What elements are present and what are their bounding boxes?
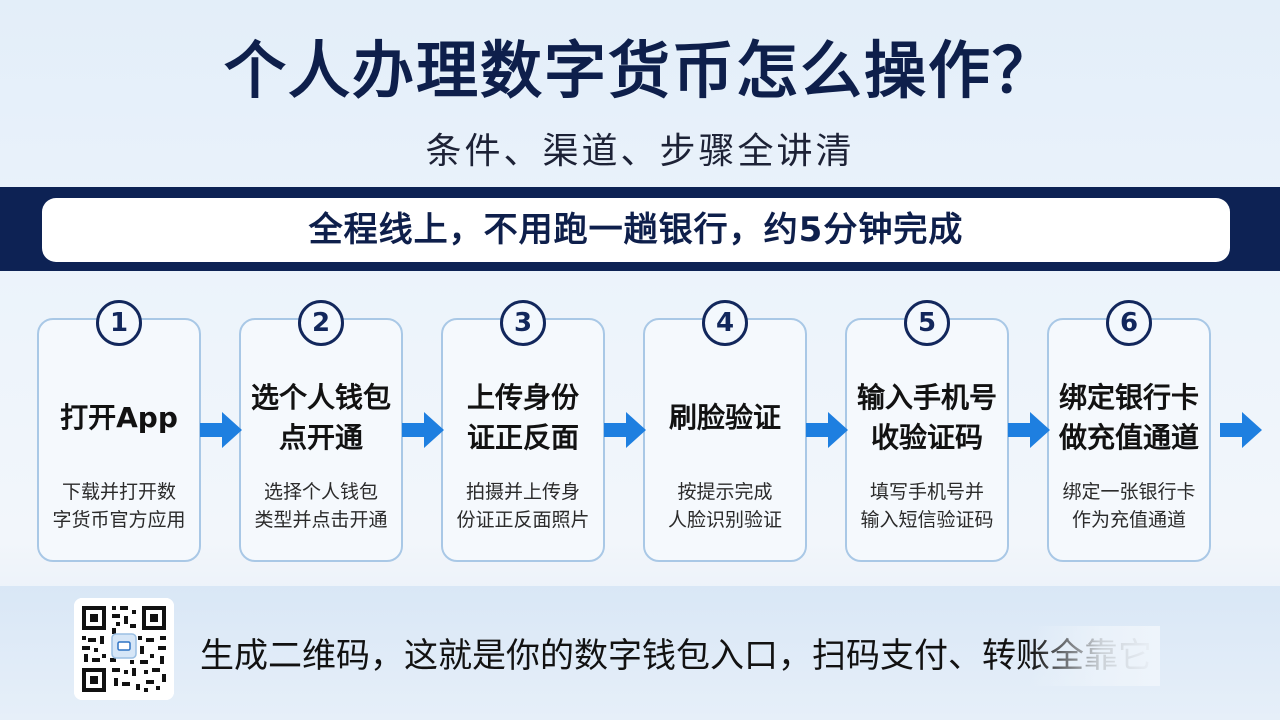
step-number-2: 2 (298, 300, 344, 346)
page-title: 个人办理数字货币怎么操作？ (223, 34, 1056, 107)
qr-code (74, 598, 174, 700)
step-number-3: 3 (500, 300, 546, 346)
step-title-6: 绑定银行卡 做充值通道 (1058, 381, 1199, 454)
step-desc-1: 下载并打开数 字货币官方应用 (52, 481, 186, 531)
step-desc-4: 按提示完成 人脸识别验证 (667, 481, 782, 531)
step-title-4: 刷脸验证 (668, 401, 781, 434)
step-card-1: 1 打开App 下载并打开数 字货币官方应用 (37, 300, 201, 562)
step-desc-6: 绑定一张银行卡 作为充值通道 (1062, 481, 1196, 531)
step-desc-3: 拍摄并上传身 份证正反面照片 (456, 481, 590, 531)
step-card-4: 4 刷脸验证 按提示完成 人脸识别验证 (643, 300, 807, 562)
step-title-3: 上传身份 证正反面 (466, 381, 579, 454)
banner-text: 全程线上，不用跑一趟银行，约5分钟完成 (42, 198, 1230, 262)
step-title-5: 输入手机号 收验证码 (856, 381, 997, 454)
arrow-right-icon (402, 412, 444, 448)
step-desc-5: 填写手机号并 输入短信验证码 (860, 481, 994, 531)
step-card-6: 6 绑定银行卡 做充值通道 绑定一张银行卡 作为充值通道 (1047, 300, 1211, 562)
bottom-caption: 生成二维码，这就是你的数字钱包入口，扫码支付、转账全靠它 (200, 626, 1160, 686)
arrow-right-icon (604, 412, 646, 448)
step-card-2: 2 选个人钱包 点开通 选择个人钱包 类型并点击开通 (239, 300, 403, 562)
step-number-6: 6 (1106, 300, 1152, 346)
page-subtitle: 条件、渠道、步骤全讲清 (425, 131, 855, 172)
step-number-5: 5 (904, 300, 950, 346)
arrow-right-icon (1220, 412, 1262, 448)
step-number-4: 4 (702, 300, 748, 346)
step-desc-2: 选择个人钱包 类型并点击开通 (254, 481, 388, 531)
step-title-1: 打开App (60, 401, 178, 434)
step-card-5: 5 输入手机号 收验证码 填写手机号并 输入短信验证码 (845, 300, 1009, 562)
qr-code-icon (74, 598, 174, 700)
arrow-right-icon (1008, 412, 1050, 448)
step-number-1: 1 (96, 300, 142, 346)
step-title-2: 选个人钱包 点开通 (250, 381, 391, 454)
arrow-right-icon (806, 412, 848, 448)
step-card-3: 3 上传身份 证正反面 拍摄并上传身 份证正反面照片 (441, 300, 605, 562)
arrow-right-icon (200, 412, 242, 448)
